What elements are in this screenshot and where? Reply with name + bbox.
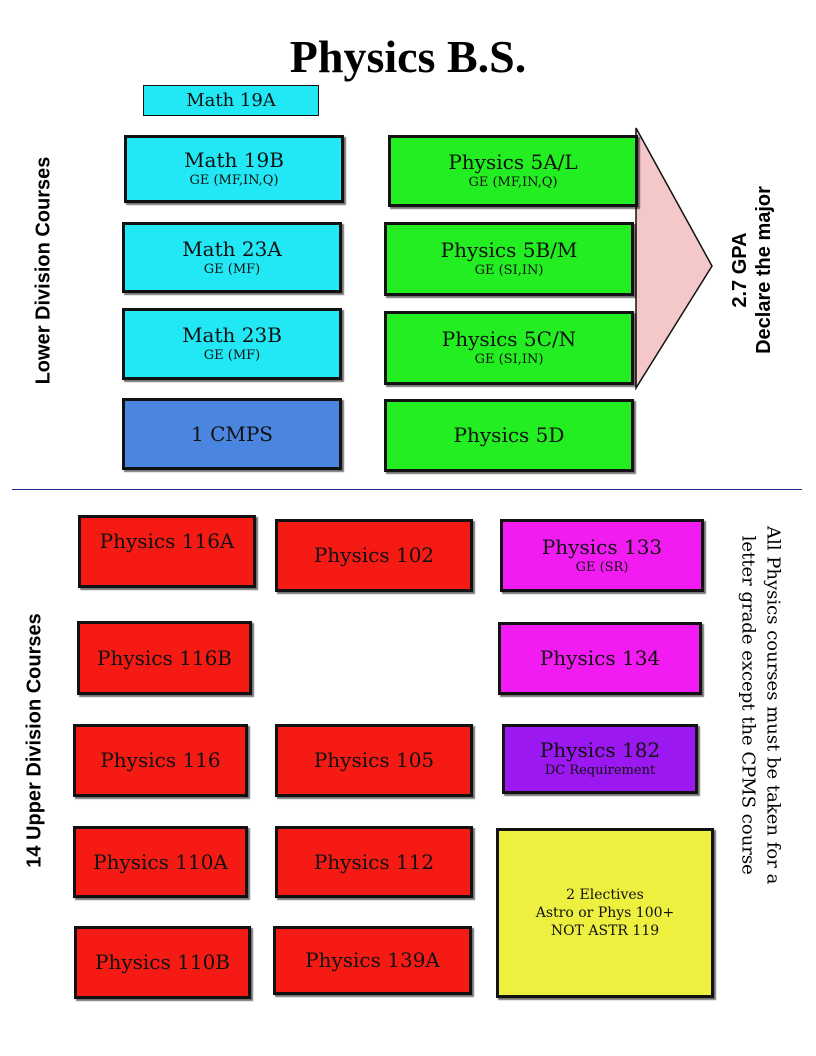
lower-division-label: Lower Division Courses (32, 156, 55, 385)
gpa-arrow (635, 127, 713, 391)
course-physics-116b: Physics 116B (77, 621, 252, 695)
course-name: Math 23A (182, 236, 282, 261)
course-math-19b: Math 19B GE (MF,IN,Q) (124, 135, 344, 203)
note-line2: letter grade except the CPMS course (737, 535, 759, 875)
electives-line1: 2 Electives (566, 886, 644, 903)
course-name: Physics 105 (313, 748, 435, 772)
division-divider (12, 489, 802, 490)
course-name: Physics 112 (313, 849, 435, 874)
course-physics-112: Physics 112 (275, 826, 473, 898)
course-name: Physics 102 (313, 543, 435, 567)
course-math-23a: Math 23A GE (MF) (122, 222, 342, 293)
course-ge: GE (MF) (203, 261, 261, 277)
course-physics-105: Physics 105 (275, 724, 473, 797)
course-name: Physics 5D (453, 423, 565, 447)
upper-division-label: 14 Upper Division Courses (23, 613, 46, 868)
course-name: Math 19B (184, 148, 284, 173)
course-physics-5d: Physics 5D (384, 399, 634, 472)
course-physics-116: Physics 116 (73, 724, 248, 797)
course-physics-102: Physics 102 (275, 519, 473, 592)
course-name: Physics 182 (539, 738, 661, 763)
course-physics-133: Physics 133 GE (SR) (500, 519, 704, 592)
electives-line2: Astro or Phys 100+ (535, 904, 675, 921)
gpa-arrow-shape (635, 127, 713, 391)
course-physics-116a: Physics 116A (78, 515, 256, 588)
course-name: Physics 5B/M (440, 238, 578, 263)
course-physics-110a: Physics 110A (73, 826, 248, 898)
course-name: Physics 5A/L (448, 150, 578, 175)
course-ge: GE (SI,IN) (474, 263, 544, 279)
course-physics-182: Physics 182 DC Requirement (502, 724, 698, 794)
course-name: Physics 139A (305, 948, 440, 972)
course-name: Physics 133 (541, 534, 663, 559)
course-physics-139a: Physics 139A (273, 926, 472, 995)
course-physics-5b: Physics 5B/M GE (SI,IN) (384, 222, 634, 296)
course-math-19a: Math 19A (143, 85, 319, 116)
page-title: Physics B.S. (289, 31, 527, 82)
course-ge: GE (SR) (575, 559, 629, 575)
course-name: Math 23B (182, 323, 282, 348)
gpa-label: 2.7 GPA Declare the major (692, 170, 812, 370)
course-ge: DC Requirement (544, 763, 656, 779)
course-ge: GE (SI,IN) (474, 352, 544, 368)
course-physics-5c: Physics 5C/N GE (SI,IN) (384, 311, 634, 385)
course-name: Physics 110B (95, 950, 230, 974)
course-name: 1 CMPS (190, 421, 274, 446)
course-physics-5a: Physics 5A/L GE (MF,IN,Q) (388, 135, 638, 207)
course-name: Physics 116A (99, 529, 235, 553)
course-cmps: 1 CMPS (122, 398, 342, 470)
course-ge: GE (MF,IN,Q) (468, 175, 558, 191)
course-physics-134: Physics 134 (498, 622, 702, 695)
letter-grade-note: All Physics courses must be taken for a … (610, 526, 816, 884)
gpa-line1: 2.7 GPA (729, 232, 752, 308)
course-name: Physics 110A (93, 849, 228, 874)
course-ge: GE (MF) (203, 348, 261, 364)
course-physics-110b: Physics 110B (74, 926, 251, 999)
course-math-23b: Math 23B GE (MF) (122, 308, 342, 380)
course-electives: 2 Electives Astro or Phys 100+ NOT ASTR … (496, 828, 714, 998)
electives-line3: NOT ASTR 119 (550, 923, 660, 940)
course-name: Physics 5C/N (441, 327, 577, 352)
course-name: Physics 116 (100, 748, 221, 772)
course-name: Physics 116B (97, 645, 232, 670)
course-name: Physics 134 (539, 646, 661, 670)
note-line1: All Physics courses must be taken for a (762, 525, 784, 885)
gpa-line2: Declare the major (753, 186, 776, 354)
course-ge: GE (MF,IN,Q) (189, 173, 279, 189)
